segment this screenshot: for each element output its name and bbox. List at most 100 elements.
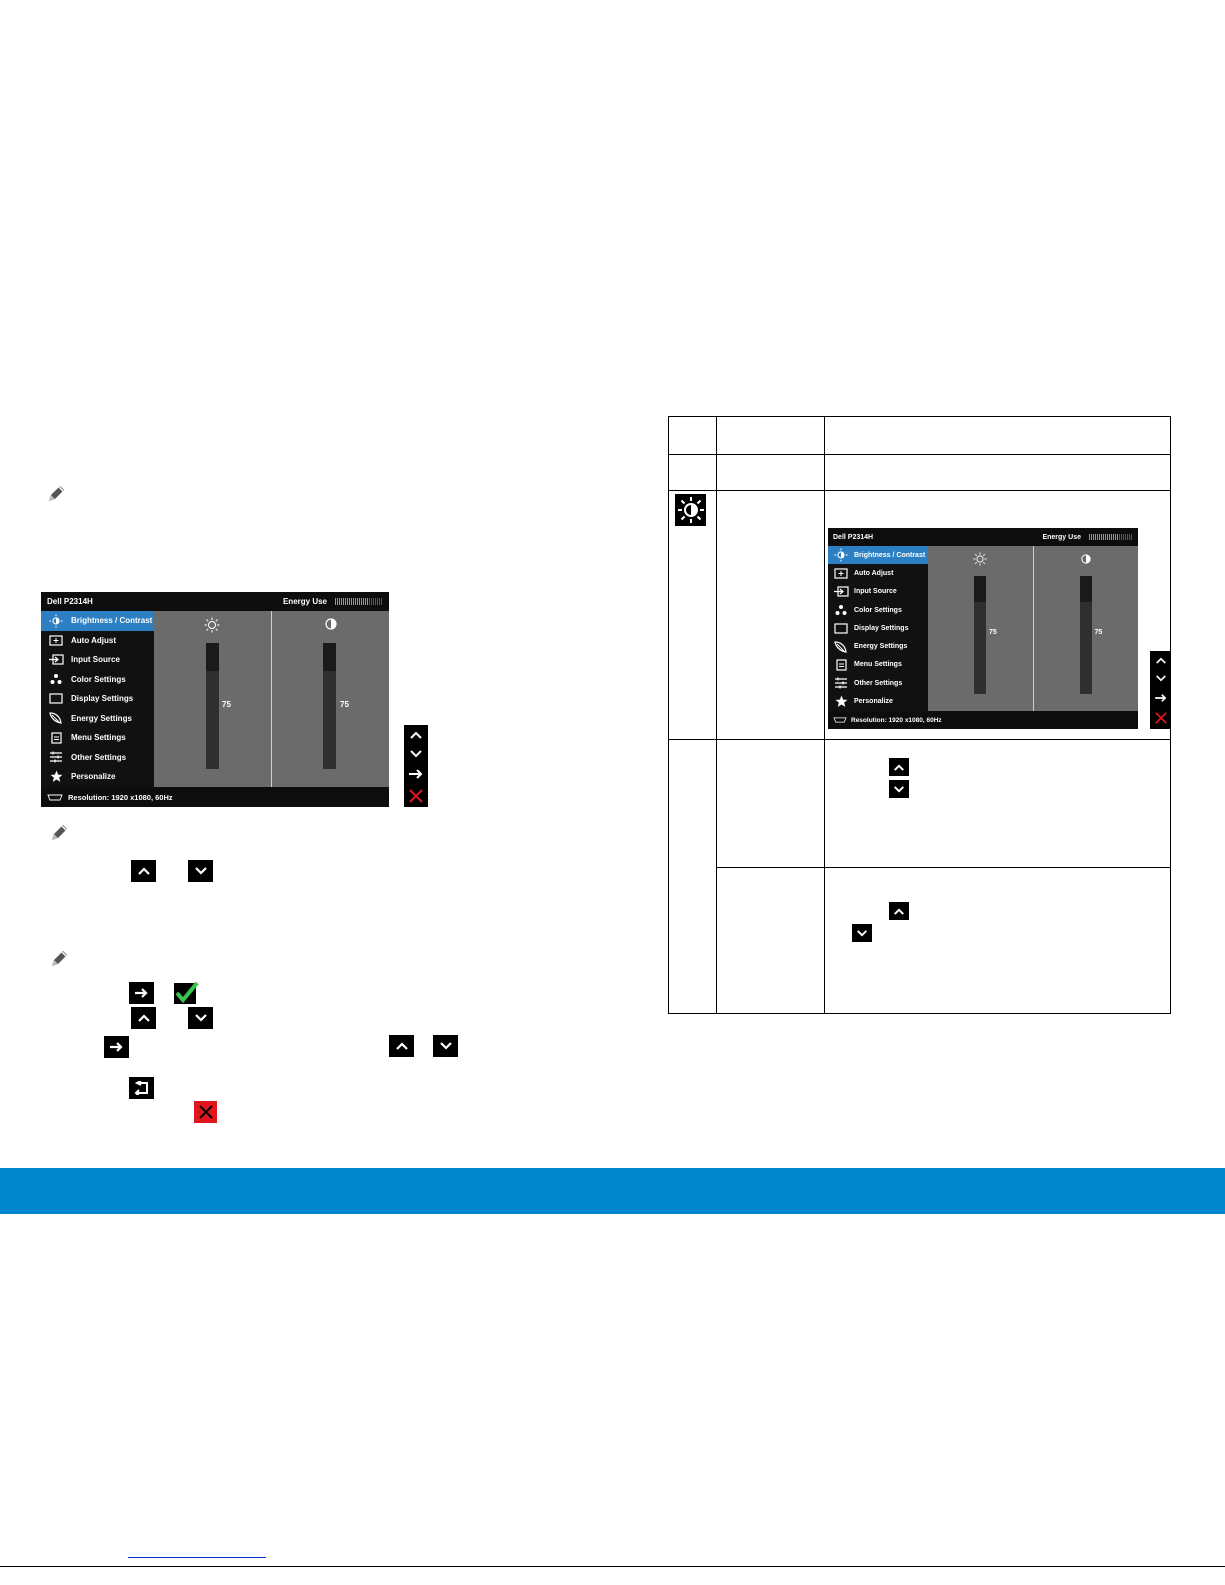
chevron-up-icon (131, 860, 156, 882)
close-icon[interactable] (1154, 712, 1167, 724)
osd-menu-item[interactable]: Input Source (41, 650, 154, 670)
osd-menu-item[interactable]: Color Settings (41, 670, 154, 690)
arrow-right-icon[interactable] (408, 768, 424, 780)
footer-band (0, 1168, 1225, 1214)
page-bottom-rule (0, 1566, 1225, 1567)
chevron-down-icon[interactable] (409, 749, 423, 759)
energy-use-indicator: Energy Use (283, 597, 383, 606)
osd-menu-item[interactable]: Display Settings (41, 689, 154, 709)
other-settings-icon (828, 677, 854, 689)
contrast-icon (325, 618, 337, 630)
osd-button-strip (1150, 651, 1171, 729)
osd-menu-item-label: Energy Settings (71, 713, 132, 723)
contrast-icon (1080, 554, 1091, 564)
energy-use-bar (1089, 534, 1133, 540)
osd-adjust-panel: 75 75 (928, 546, 1138, 711)
color-settings-icon (41, 673, 71, 685)
contrast-slider[interactable] (1079, 576, 1092, 694)
back-arrow-icon (129, 1077, 154, 1099)
menu-settings-icon (41, 732, 71, 744)
arrow-right-icon (129, 982, 154, 1004)
brightness-slider[interactable] (206, 643, 219, 769)
contrast-column: 75 (1032, 546, 1139, 711)
osd-menu-item-label: Display Settings (854, 624, 909, 632)
energy-settings-icon (41, 712, 71, 724)
chevron-up-icon[interactable] (1155, 656, 1167, 665)
chevron-down-icon (889, 780, 909, 798)
brightness-contrast-icon (828, 548, 854, 562)
color-settings-icon (828, 604, 854, 616)
osd-menu-item[interactable]: Display Settings (828, 619, 928, 637)
osd-menu-item[interactable]: Menu Settings (41, 728, 154, 748)
osd-menu-item-label: Brightness / Contrast (71, 616, 153, 626)
chevron-down-icon (433, 1035, 458, 1057)
contrast-slider[interactable] (323, 643, 336, 769)
osd-menu-item[interactable]: Energy Settings (41, 709, 154, 729)
arrow-right-icon (104, 1036, 129, 1058)
osd-menu-item[interactable]: Other Settings (41, 748, 154, 768)
osd-menu-item[interactable]: Brightness / Contrast (41, 611, 154, 631)
chevron-up-icon[interactable] (409, 730, 423, 740)
brightness-slider[interactable] (974, 576, 986, 694)
personalize-icon (828, 695, 854, 708)
osd-menu-item[interactable]: Color Settings (828, 601, 928, 619)
osd-header: Dell P2314H Energy Use (41, 592, 389, 611)
osd-screenshot-large: Dell P2314H Energy Use Brightness / Cont… (41, 592, 389, 807)
input-source-icon (41, 654, 71, 665)
osd-menu-item-label: Auto Adjust (71, 635, 117, 645)
osd-menu-item-label: Personalize (854, 698, 893, 706)
arrow-right-icon[interactable] (1154, 693, 1168, 703)
resolution-text: Resolution: 1920 x1080, 60Hz (851, 716, 942, 724)
personalize-icon (41, 770, 71, 783)
other-settings-icon (41, 751, 71, 763)
osd-menu-item[interactable]: Menu Settings (828, 656, 928, 674)
auto-adjust-icon (828, 568, 854, 579)
chevron-up-icon (389, 1035, 414, 1057)
chevron-up-icon (889, 902, 909, 920)
osd-menu-item-label: Brightness / Contrast (854, 551, 926, 559)
brightness-value: 75 (989, 629, 997, 636)
brightness-contrast-icon (675, 494, 706, 526)
osd-model-name: Dell P2314H (47, 597, 93, 606)
brightness-column: 75 (154, 611, 271, 787)
close-icon[interactable] (409, 788, 423, 803)
osd-menu-item-label: Personalize (71, 772, 116, 782)
contrast-value: 75 (1094, 629, 1103, 636)
auto-adjust-icon (41, 635, 71, 646)
osd-menu-item-label: Color Settings (854, 606, 902, 614)
osd-menu-item[interactable]: Auto Adjust (828, 564, 928, 582)
chevron-down-icon[interactable] (1155, 674, 1167, 683)
brightness-icon (204, 617, 220, 633)
osd-menu-item[interactable]: Auto Adjust (41, 631, 154, 651)
brightness-icon (973, 552, 987, 566)
chevron-up-icon (131, 1007, 156, 1029)
chevron-down-icon (188, 1007, 213, 1029)
vga-connector-icon (833, 717, 847, 723)
osd-menu-item[interactable]: Input Source (828, 583, 928, 601)
osd-menu-item[interactable]: Other Settings (828, 674, 928, 692)
osd-menu-item-label: Menu Settings (71, 733, 126, 743)
energy-settings-icon (828, 641, 854, 653)
osd-menu-item[interactable]: Energy Settings (828, 637, 928, 655)
energy-use-indicator: Energy Use (1042, 534, 1133, 541)
osd-menu-item[interactable]: Personalize (828, 692, 928, 710)
osd-menu-item[interactable]: Personalize (41, 767, 154, 787)
display-settings-icon (41, 693, 71, 704)
contrast-column: 75 (271, 611, 389, 787)
osd-menu-item-label: Energy Settings (854, 643, 908, 651)
note-icon (48, 823, 70, 843)
osd-footer: Resolution: 1920 x1080, 60Hz (828, 711, 1138, 729)
energy-use-label: Energy Use (1042, 533, 1081, 541)
brightness-contrast-icon (41, 614, 71, 628)
osd-menu-item-label: Menu Settings (854, 661, 902, 669)
input-source-icon (828, 586, 854, 597)
osd-menu-item-label: Color Settings (71, 674, 126, 684)
contrast-value: 75 (340, 700, 349, 709)
note-icon (48, 949, 70, 969)
chevron-down-icon (852, 924, 872, 942)
osd-menu-item-label: Other Settings (854, 679, 903, 687)
osd-menu-item-label: Display Settings (71, 694, 134, 704)
osd-menu-item[interactable]: Brightness / Contrast (828, 546, 928, 565)
